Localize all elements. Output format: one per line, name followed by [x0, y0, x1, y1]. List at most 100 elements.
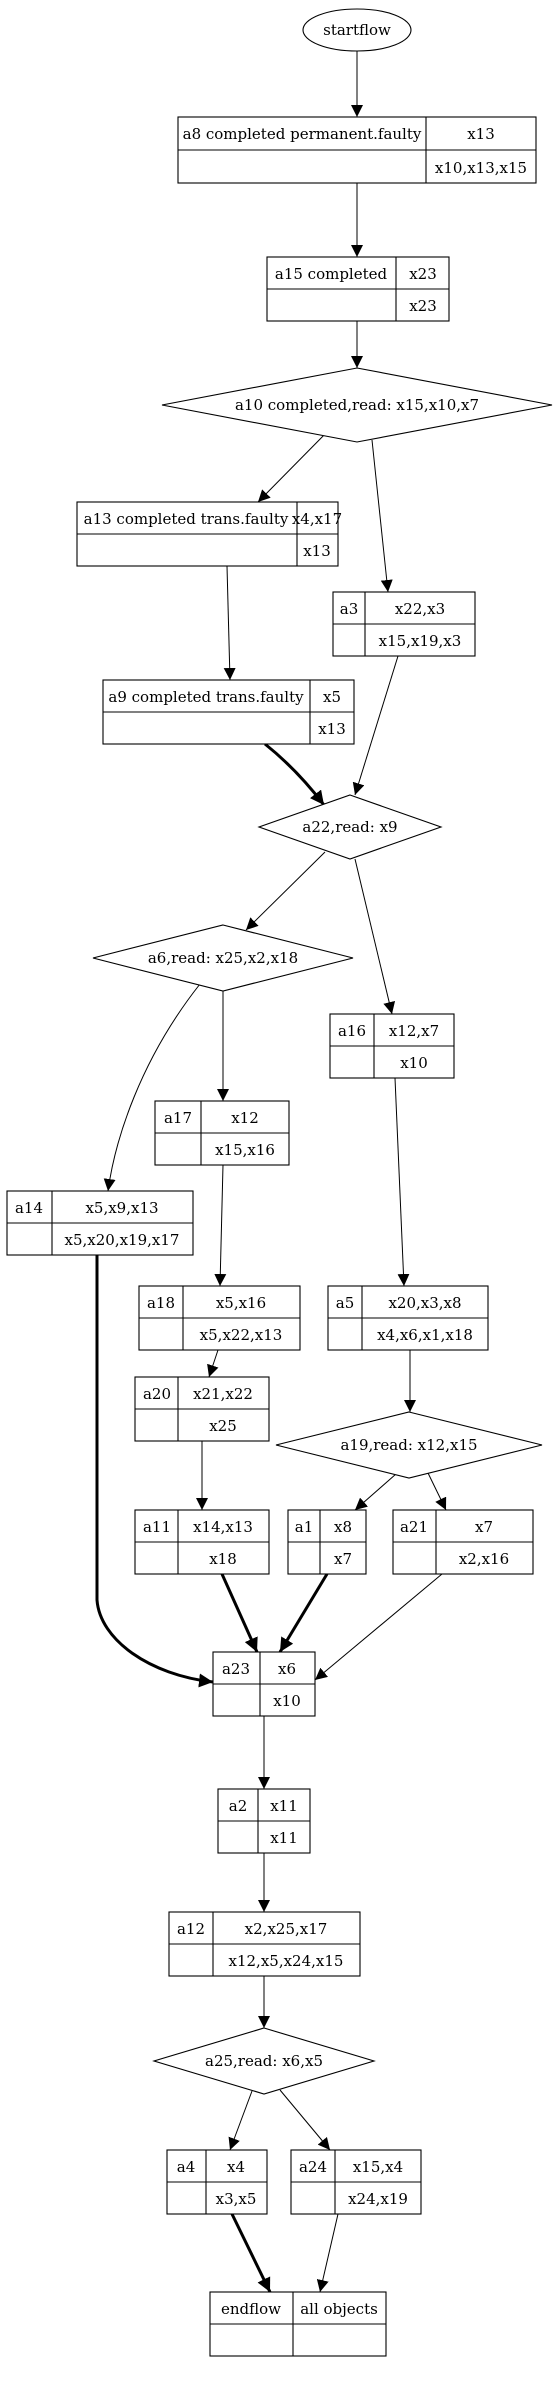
node-a2-top: x11 — [270, 1797, 298, 1815]
startflow-node: startflow — [302, 8, 412, 52]
node-a25-label: a25,read: x6,x5 — [205, 2052, 323, 2070]
node-a13-name: a13 completed trans.faulty — [84, 510, 289, 528]
edge-a19-to-a1 — [354, 1473, 397, 1511]
edge-a16-to-a5 — [394, 1077, 410, 1287]
node-a16: a16 x12,x7 x10 — [329, 1013, 455, 1079]
edge-a25-to-a4 — [228, 2090, 253, 2151]
node-a8-bottom: x10,x13,x15 — [435, 159, 527, 177]
node-a2-bottom: x11 — [270, 1829, 298, 1847]
edge-a11-to-a23 — [220, 1573, 259, 1653]
node-endflow: endflow all objects — [209, 2291, 387, 2357]
node-a24-top: x15,x4 — [353, 2158, 403, 2176]
node-a14-bottom: x5,x20,x19,x17 — [65, 1231, 180, 1249]
node-a12-bottom: x12,x5,x24,x15 — [229, 1952, 344, 1970]
node-a11-bottom: x18 — [209, 1550, 237, 1568]
node-a12: a12 x2,x25,x17 x12,x5,x24,x15 — [168, 1911, 361, 1977]
node-a24-name: a24 — [299, 2158, 327, 2176]
node-a17-name: a17 — [164, 1109, 192, 1127]
node-a20-top: x21,x22 — [193, 1385, 253, 1403]
node-a9-top: x5 — [323, 688, 341, 706]
node-a5-top: x20,x3,x8 — [388, 1294, 461, 1312]
node-a24-bottom: x24,x19 — [348, 2190, 408, 2208]
node-a12-name: a12 — [177, 1920, 205, 1938]
node-a10-label: a10 completed,read: x15,x10,x7 — [235, 396, 479, 414]
edge-a6-to-a14 — [103, 983, 201, 1192]
node-a15-top: x23 — [409, 265, 437, 283]
edge-a10-to-a13 — [257, 428, 331, 503]
node-a22-label: a22,read: x9 — [302, 818, 397, 836]
node-a8: a8 completed permanent.faulty x13 x10,x1… — [177, 116, 537, 184]
node-a18-bottom: x5,x22,x13 — [200, 1326, 283, 1344]
node-a16-top: x12,x7 — [389, 1022, 439, 1040]
edge-a3-to-a22 — [352, 655, 399, 796]
node-a19-label: a19,read: x12,x15 — [340, 1436, 477, 1454]
node-a19: a19,read: x12,x15 — [275, 1411, 543, 1479]
node-a4-name: a4 — [177, 2158, 196, 2176]
node-a3-name: a3 — [340, 600, 359, 618]
node-a23-top: x6 — [278, 1660, 296, 1678]
node-endflow-name: endflow — [221, 2300, 281, 2318]
node-a17: a17 x12 x15,x16 — [154, 1100, 290, 1166]
node-a17-top: x12 — [231, 1109, 259, 1127]
node-a20: a20 x21,x22 x25 — [134, 1376, 270, 1442]
node-a24: a24 x15,x4 x24,x19 — [290, 2149, 422, 2215]
node-a5: a5 x20,x3,x8 x4,x6,x1,x18 — [327, 1285, 489, 1351]
edge-a14-to-a23 — [95, 1255, 214, 1688]
node-a18: a18 x5,x16 x5,x22,x13 — [138, 1285, 301, 1351]
edge-a9-to-a22 — [264, 742, 326, 806]
node-a20-bottom: x25 — [209, 1417, 237, 1435]
node-a1-bottom: x7 — [334, 1550, 352, 1568]
node-a2-name: a2 — [229, 1797, 248, 1815]
node-a21: a21 x7 x2,x16 — [392, 1509, 534, 1575]
node-a8-top: x13 — [467, 125, 495, 143]
node-a4-bottom: x3,x5 — [216, 2190, 257, 2208]
node-a14: a14 x5,x9,x13 x5,x20,x19,x17 — [6, 1190, 194, 1256]
node-a9-name: a9 completed trans.faulty — [108, 688, 304, 706]
node-a20-name: a20 — [143, 1385, 171, 1403]
node-a1-top: x8 — [334, 1518, 352, 1536]
node-a5-bottom: x4,x6,x1,x18 — [377, 1326, 473, 1344]
node-a3-top: x22,x3 — [395, 600, 445, 618]
node-a15-name: a15 completed — [275, 265, 388, 283]
node-a1: a1 x8 x7 — [287, 1509, 367, 1575]
node-a23: a23 x6 x10 — [212, 1651, 316, 1717]
node-a18-top: x5,x16 — [216, 1294, 266, 1312]
node-endflow-top: all objects — [300, 2300, 378, 2318]
node-a4-top: x4 — [227, 2158, 245, 2176]
edge-a17-to-a18 — [214, 1164, 227, 1287]
node-a16-name: a16 — [338, 1022, 366, 1040]
node-a23-bottom: x10 — [273, 1692, 301, 1710]
edge-a1-to-a23 — [278, 1573, 329, 1653]
node-a21-name: a21 — [400, 1518, 428, 1536]
node-a11-top: x14,x13 — [193, 1518, 253, 1536]
node-a1-name: a1 — [295, 1518, 314, 1536]
node-a22: a22,read: x9 — [257, 794, 443, 860]
node-a17-bottom: x15,x16 — [215, 1141, 275, 1159]
node-a11-name: a11 — [143, 1518, 171, 1536]
node-a10: a10 completed,read: x15,x10,x7 — [161, 367, 553, 443]
node-a23-name: a23 — [222, 1660, 250, 1678]
node-a8-name: a8 completed permanent.faulty — [183, 125, 422, 143]
edge-a10-to-a3 — [371, 439, 393, 593]
node-a16-bottom: x10 — [400, 1054, 428, 1072]
node-a13-top: x4,x17 — [292, 510, 342, 528]
edges-layer — [95, 51, 447, 2293]
node-a2: a2 x11 x11 — [217, 1788, 311, 1854]
node-a3: a3 x22,x3 x15,x19,x3 — [332, 591, 476, 657]
node-a5-name: a5 — [336, 1294, 355, 1312]
node-a15-bottom: x23 — [409, 297, 437, 315]
node-a9: a9 completed trans.faulty x5 x13 — [102, 679, 355, 745]
node-a25: a25,read: x6,x5 — [152, 2027, 376, 2095]
edge-a19-to-a21 — [427, 1472, 447, 1511]
node-a21-top: x7 — [475, 1518, 493, 1536]
node-a21-bottom: x2,x16 — [459, 1550, 509, 1568]
node-a6: a6,read: x25,x2,x18 — [92, 924, 354, 992]
edge-a22-to-a16 — [354, 858, 396, 1015]
startflow-label: startflow — [323, 21, 391, 39]
edge-a25-to-a24 — [279, 2089, 331, 2151]
node-a9-bottom: x13 — [318, 720, 346, 738]
edge-a21-to-a23 — [314, 1573, 443, 1681]
node-a18-name: a18 — [147, 1294, 175, 1312]
edge-a22-to-a6 — [245, 851, 326, 931]
